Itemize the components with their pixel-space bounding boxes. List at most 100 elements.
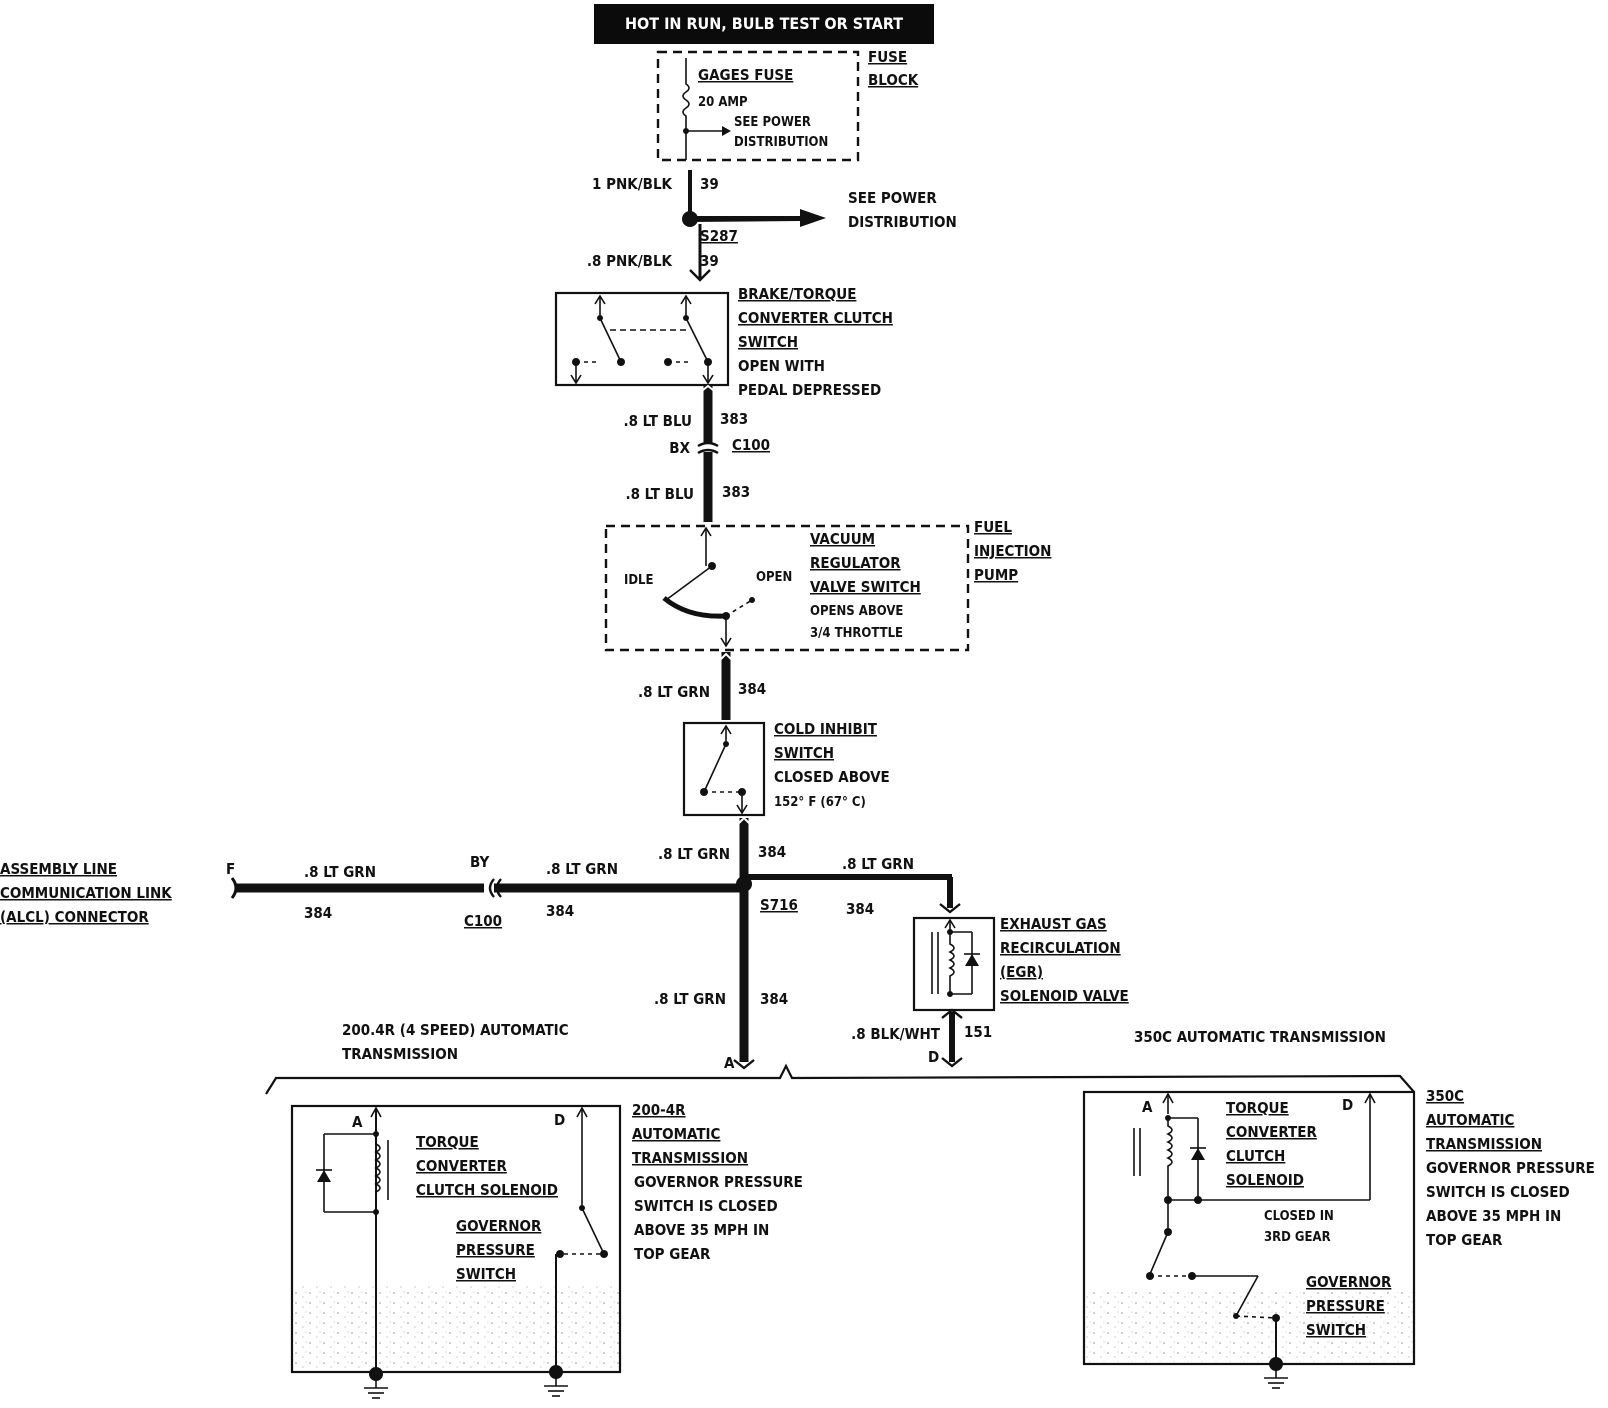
wire-to-brake-label: .8 PNK/BLK (587, 252, 673, 270)
box350-d5: SWITCH IS CLOSED (1426, 1183, 1570, 1201)
connector-c100-mid: BY C100 (464, 853, 502, 930)
box200-d3: TRANSMISSION (632, 1149, 748, 1167)
vrv-idle: IDLE (624, 573, 654, 588)
wire-vrv-out-circuit: 384 (738, 680, 766, 698)
wire-to-vrv-label: .8 LT BLU (625, 485, 694, 503)
brake-tcc-switch: BRAKE/TORQUE CONVERTER CLUTCH SWITCH OPE… (554, 285, 893, 399)
box350-gov-3: SWITCH (1306, 1321, 1366, 1339)
connector-c100-top: BX C100 (669, 436, 770, 457)
trans-left-l1: 200.4R (4 SPEED) AUTOMATIC (342, 1021, 569, 1039)
brake-switch-l4: OPEN WITH (738, 357, 825, 375)
vrv-l4: OPENS ABOVE (810, 604, 903, 619)
wire-splice-down-label: .8 LT GRN (654, 990, 726, 1008)
vrv-l1: VACUUM (810, 530, 875, 548)
box350-sol-1: TORQUE (1226, 1099, 1289, 1117)
wire-c100-splice-label: .8 LT GRN (546, 860, 618, 878)
box200-gov-3: SWITCH (456, 1265, 516, 1283)
c100-top-pin: BX (669, 439, 690, 457)
connector-chevron-icon (941, 1057, 963, 1068)
connector-chevron-icon (689, 269, 711, 282)
wire-fuse-out-circuit: 39 (700, 175, 719, 193)
diode-icon (1191, 1148, 1205, 1160)
arrow-up-icon (594, 294, 606, 305)
alcl-l2: COMMUNICATION LINK (0, 884, 172, 902)
cold-switch-l1: COLD INHIBIT (774, 720, 878, 738)
box350-sol-4: SOLENOID (1226, 1171, 1304, 1189)
arrow-right-icon (722, 126, 731, 136)
cold-switch-l4: 152° F (67° C) (774, 795, 866, 810)
box350-d7: TOP GEAR (1426, 1231, 1503, 1249)
arrow-up-icon (700, 526, 712, 537)
box350-c2: 3RD GEAR (1264, 1230, 1331, 1245)
arrow-down-icon (570, 374, 582, 385)
arrow-down-icon (736, 804, 748, 815)
splice-s716-id: S716 (760, 896, 798, 914)
s287-see-1: SEE POWER (848, 189, 937, 207)
alcl-connector: F ASSEMBLY LINE COMMUNICATION LINK (ALCL… (0, 860, 238, 926)
cold-switch-l3: CLOSED ABOVE (774, 768, 890, 786)
ground-icon (1264, 1368, 1288, 1389)
splice-s287-id: S287 (700, 227, 738, 245)
arrow-right-icon (690, 209, 826, 227)
wire-egr-out-label: .8 BLK/WHT (851, 1025, 941, 1043)
wire-to-vrv-circuit: 383 (722, 483, 750, 501)
alcl-pin: F (226, 860, 235, 878)
fuse-rating: 20 AMP (698, 95, 748, 110)
vacuum-regulator-valve-switch: IDLE OPEN VACUUM REGULATOR VALVE SWITCH … (604, 518, 1051, 652)
splice-s287: S287 SEE POWER DISTRIBUTION (682, 189, 957, 245)
egr-l4: SOLENOID VALVE (1000, 987, 1129, 1005)
trans-right-l1: 350C AUTOMATIC TRANSMISSION (1134, 1028, 1386, 1046)
tcc-solenoid-coil-icon (374, 1134, 381, 1212)
arrow-down-icon (720, 637, 732, 648)
vrv-l5: 3/4 THROTTLE (810, 626, 903, 641)
box350-gov-2: PRESSURE (1306, 1297, 1385, 1315)
wire-cold-out-circuit: 384 (758, 843, 786, 861)
box200-d4: GOVERNOR PRESSURE (634, 1173, 803, 1191)
vrv-open: OPEN (756, 570, 792, 585)
trans-left-pin-a: A (724, 1054, 735, 1072)
pump-label-2: INJECTION (974, 542, 1051, 560)
box200-d2: AUTOMATIC (632, 1125, 721, 1143)
arrow-down-icon (702, 374, 714, 385)
solenoid-coil-icon (948, 932, 955, 994)
brake-switch-l3: SWITCH (738, 333, 798, 351)
box350-sol-3: CLUTCH (1226, 1147, 1285, 1165)
vrv-l2: REGULATOR (810, 554, 901, 572)
box350-d2: AUTOMATIC (1426, 1111, 1515, 1129)
cold-inhibit-switch: COLD INHIBIT SWITCH CLOSED ABOVE 152° F … (682, 720, 890, 817)
box350-pin-d: D (1342, 1096, 1353, 1114)
ground-icon (544, 1376, 568, 1397)
box200-gov-2: PRESSURE (456, 1241, 535, 1259)
wire-vrv-out-label: .8 LT GRN (638, 683, 710, 701)
transmission-bracket (265, 1063, 1415, 1095)
wire-c100-splice-circuit: 384 (546, 902, 574, 920)
alcl-l1: ASSEMBLY LINE (0, 860, 117, 878)
box200-pin-a: A (352, 1113, 363, 1131)
brake-switch-l5: PEDAL DEPRESSED (738, 381, 881, 399)
s287-see-2: DISTRIBUTION (848, 213, 957, 231)
pump-label-1: FUEL (974, 518, 1012, 536)
box350-pin-a: A (1142, 1098, 1153, 1116)
arrow-up-icon (1364, 1092, 1376, 1104)
cold-switch-l2: SWITCH (774, 744, 834, 762)
arrow-up-icon (680, 294, 692, 305)
header-title: HOT IN RUN, BULB TEST OR START (625, 14, 903, 33)
pump-label-3: PUMP (974, 566, 1018, 584)
wire-alcl-circuit: 384 (304, 904, 332, 922)
splice-s716-dot (736, 876, 752, 892)
box350-d6: ABOVE 35 MPH IN (1426, 1207, 1561, 1225)
diode-icon (965, 954, 979, 966)
power-header: HOT IN RUN, BULB TEST OR START (594, 4, 934, 44)
wire-splice-egr-circuit: 384 (846, 900, 874, 918)
fuse-element (682, 58, 690, 160)
box200-sol-2: CONVERTER (416, 1157, 507, 1175)
tcc-solenoid-coil-icon (1166, 1118, 1173, 1200)
box350-gov-1: GOVERNOR (1306, 1273, 1392, 1291)
box200-d1: 200-4R (632, 1101, 686, 1119)
arrow-up-icon (1162, 1092, 1174, 1104)
wire-egr-out-circuit: 151 (964, 1023, 992, 1041)
arrow-up-icon (576, 1106, 588, 1118)
wire-cold-out-label: .8 LT GRN (658, 845, 730, 863)
box350-d3: TRANSMISSION (1426, 1135, 1542, 1153)
